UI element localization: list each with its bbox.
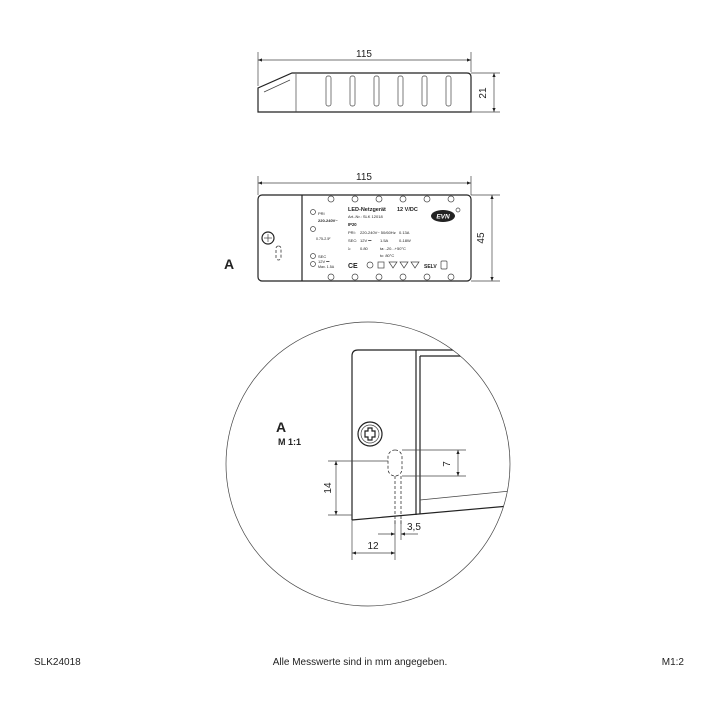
label-title-voltage: 12 V/DC <box>397 207 418 213</box>
top-width-label: 115 <box>356 49 372 60</box>
footer-scale: M1:2 <box>661 657 684 668</box>
label-sec-voltage: 12V ⎓ <box>318 259 330 264</box>
top-view-ribs <box>325 75 452 107</box>
top-view: 115 21 <box>257 49 500 113</box>
front-view-notches <box>327 195 455 281</box>
dim-14-label: 14 <box>323 482 334 494</box>
label-sec-row-val: 12V ⎓ <box>360 238 372 243</box>
label-lambda: λ: <box>348 246 351 251</box>
label-pri-row-key: PRI: <box>348 230 356 235</box>
ce-mark-icon: CE <box>348 263 358 270</box>
screw-icon <box>261 231 275 245</box>
label-tc: tc: 80°C <box>380 253 394 258</box>
label-sec-max: Max. 1.5A <box>318 265 335 269</box>
top-height-label: 21 <box>478 87 489 99</box>
front-view: 115 PRI 220-240V~ 0.75-2.5² SEC 12V ⎓ Ma… <box>224 172 500 282</box>
evn-logo-text: EVN <box>436 214 450 221</box>
label-selv: SELV <box>424 264 437 270</box>
label-pri-row-amp: 0.13A <box>399 230 410 235</box>
dim-7-label: 7 <box>442 461 453 467</box>
dim-3-5-label: 3,5 <box>407 522 421 533</box>
front-view-outline <box>257 194 472 282</box>
front-height-label: 45 <box>476 232 487 244</box>
label-sec: SEC <box>318 254 326 259</box>
detail-scale: M 1:1 <box>278 437 301 447</box>
label-pri: PRI <box>318 211 325 216</box>
detail-letter: A <box>276 419 286 435</box>
label-pri-row-val: 220-240V~ 50/60Hz <box>360 230 396 235</box>
view-letter-a: A <box>224 256 234 272</box>
label-title: LED-Netzgerät <box>348 207 386 213</box>
label-ip: IP20 <box>348 222 357 227</box>
label-pri-voltage: 220-240V~ <box>318 218 338 223</box>
label-sec-row-w: 0-18W <box>399 238 411 243</box>
label-sec-row-amp: 1.5A <box>380 238 389 243</box>
detail-view: A M 1:1 7 14 3,5 12 <box>225 321 511 607</box>
top-view-outline <box>257 72 472 113</box>
label-art-nr: Art.-Nr.: SLK 12018 <box>348 214 383 219</box>
detail-circle <box>225 321 511 607</box>
evn-logo: EVN <box>431 207 461 222</box>
footer-article-number: SLK24018 <box>34 657 81 668</box>
label-size: 0.75-2.5² <box>316 237 331 241</box>
label-sec-row-key: SEC: <box>348 238 357 243</box>
label-lambda-val: 0.80 <box>360 246 369 251</box>
certification-symbols: CE SELV <box>348 260 448 270</box>
label-ta: ta: -20...+50°C <box>380 246 406 251</box>
dim-12-label: 12 <box>367 541 379 552</box>
front-width-label: 115 <box>356 172 372 183</box>
footer-note: Alle Messwerte sind in mm angegeben. <box>272 657 448 668</box>
detail-screw-icon <box>357 421 383 447</box>
